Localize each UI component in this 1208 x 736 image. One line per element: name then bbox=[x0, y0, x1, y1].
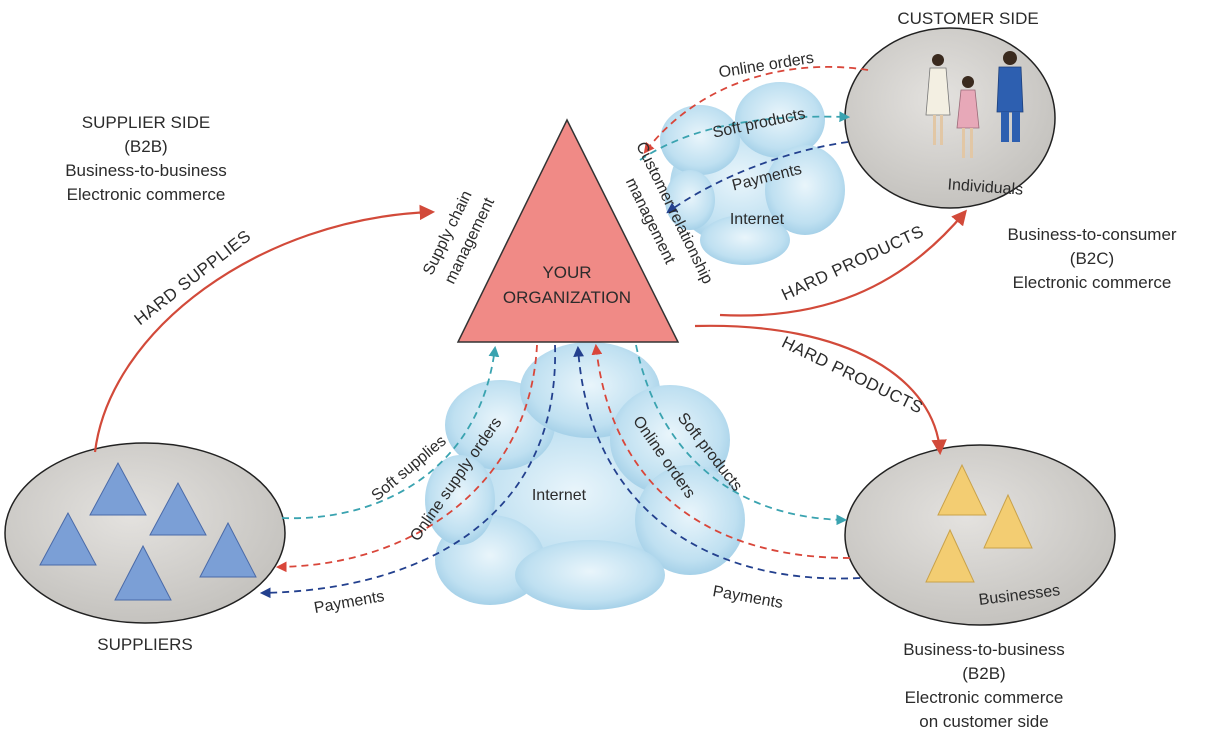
supplier-shape bbox=[39, 511, 97, 566]
hard-supplies-label: HARD SUPPLIES bbox=[131, 226, 255, 329]
online-orders-top-arrow bbox=[643, 66, 869, 154]
business-shape bbox=[983, 493, 1033, 549]
supplier-shape bbox=[149, 481, 207, 536]
soft-products-right-arrow bbox=[635, 344, 848, 526]
supplier-shape bbox=[89, 461, 147, 516]
online-orders-right-arrow bbox=[591, 343, 851, 559]
b2b-customer-line1: Business-to-business bbox=[903, 640, 1065, 659]
payments-left-label: Payments bbox=[313, 588, 386, 617]
hard-supplies-arrow bbox=[93, 204, 436, 453]
supplier-side-abbr: (B2B) bbox=[124, 137, 167, 156]
organization-triangle bbox=[456, 118, 680, 343]
business-shape bbox=[937, 463, 987, 516]
suppliers-ellipse bbox=[4, 442, 286, 624]
supplier-shapes bbox=[39, 461, 257, 601]
supplier-side-title: SUPPLIER SIDE bbox=[82, 113, 211, 132]
people-icon bbox=[925, 51, 1024, 158]
payments-right-label: Payments bbox=[711, 583, 784, 612]
payments-right-arrow bbox=[573, 345, 861, 580]
hard-products-bottom-arrow bbox=[694, 324, 947, 456]
customer-side-title: CUSTOMER SIDE bbox=[897, 9, 1038, 28]
supplier-shape bbox=[199, 521, 257, 578]
supplier-shape bbox=[114, 544, 172, 601]
soft-products-top-arrow bbox=[639, 111, 851, 161]
b2c-abbr: (B2C) bbox=[1070, 249, 1114, 268]
org-line1: YOUR bbox=[542, 263, 591, 282]
org-line2: ORGANIZATION bbox=[503, 288, 631, 307]
online-supply-orders-arrow bbox=[275, 344, 538, 573]
b2c-line2: Electronic commerce bbox=[1013, 273, 1172, 292]
individuals-label: Individuals bbox=[947, 176, 1024, 198]
supplier-side-line2: Electronic commerce bbox=[67, 185, 226, 204]
internet-top-label: Internet bbox=[730, 211, 785, 228]
suppliers-label: SUPPLIERS bbox=[97, 635, 192, 654]
b2b-customer-line2: Electronic commerce bbox=[905, 688, 1064, 707]
internet-cloud-top bbox=[660, 82, 845, 265]
payments-top-arrow bbox=[666, 141, 849, 214]
internet-cloud-center bbox=[425, 342, 745, 610]
online-orders-top-label: Online orders bbox=[718, 50, 816, 82]
b2b-customer-abbr: (B2B) bbox=[962, 664, 1005, 683]
hard-products-top-arrow bbox=[719, 209, 967, 317]
business-shapes bbox=[925, 463, 1033, 583]
hard-products-bottom-label: HARD PRODUCTS bbox=[779, 333, 926, 418]
soft-supplies-arrow bbox=[281, 345, 500, 520]
supplier-side-line1: Business-to-business bbox=[65, 161, 227, 180]
businesses-ellipse bbox=[844, 444, 1116, 626]
internet-center-label: Internet bbox=[532, 487, 587, 504]
payments-left-arrow bbox=[259, 344, 556, 599]
business-shape bbox=[925, 528, 975, 583]
b2c-line1: Business-to-consumer bbox=[1007, 225, 1176, 244]
b2b-customer-line3: on customer side bbox=[919, 712, 1048, 731]
